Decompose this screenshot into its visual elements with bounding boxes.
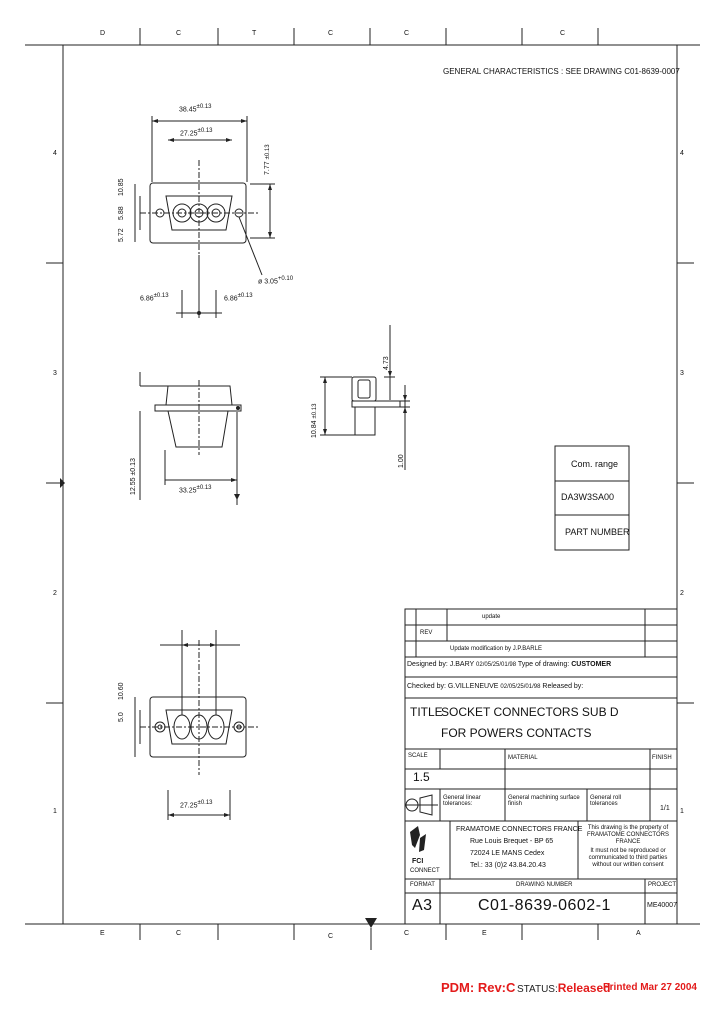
company-name: FRAMATOME CONNECTORS FRANCE [456,826,583,833]
general-machining: General machining surface finish [508,795,580,807]
border-left-number: 4 [53,150,57,157]
status-badge: STATUS:Released [517,981,611,995]
printed-date: Printed Mar 27 2004 [603,982,697,993]
border-right-number: 3 [680,370,684,377]
dim-pitch-left: 6.86±0.13 [140,293,169,303]
dim-pitch-right: 6.86±0.13 [224,293,253,303]
dim-height-right: 7.77 ±0.13 [264,144,271,175]
general-linear-tolerances: General linear tolerances: [443,795,481,807]
dim-width-inner: 27.25±0.13 [180,128,213,138]
property-note-2: It must not be reproduced or communicate… [588,848,668,868]
fci-logo-sub: CONNECT [410,868,440,874]
dim-hole-diameter: ø 3.05+0.10 [258,276,294,286]
drawing-number: C01-8639-0602-1 [478,897,611,914]
border-top-letter: C [176,30,182,37]
border-right-number: 1 [680,808,684,815]
border-left-number: 1 [53,808,57,815]
border-left-number: 2 [53,590,57,597]
company-address-3: Tel.: 33 (0)2 43.84.20.43 [470,862,546,869]
rev-col-label: REV [420,630,433,636]
project-label: PROJECT [648,882,677,888]
title-label: TITLE [410,705,443,719]
revision-description: Update modification by J.P.BARLE [450,646,542,652]
border-top-letter: C [560,30,566,37]
border-top-letter: T [252,30,257,37]
dim-side-width: 33.25±0.13 [179,485,212,495]
general-characteristics-note: GENERAL CHARACTERISTICS : SEE DRAWING C0… [443,67,680,76]
border-bottom-letter: C [176,930,182,937]
company-address-2: 72024 LE MANS Cedex [470,850,545,857]
property-note-1: This drawing is the property of FRAMATOM… [586,825,669,845]
dim-side-height: 12.55 ±0.13 [130,458,137,495]
sheet-number: 1/1 [660,805,670,812]
pdm-revision: PDM: Rev:C [441,980,516,995]
fci-logo-text: FCI [412,858,424,865]
scale-label: SCALE [408,753,428,759]
dim-bottom-left-1: 10.60 [118,682,125,700]
border-left-number: 3 [53,370,57,377]
format-label: FORMAT [410,882,435,888]
general-roll-tolerances: General roll tolerances [590,795,622,807]
border-top-letter: C [404,30,410,37]
dim-profile-top: 4.73 [383,356,390,370]
company-address-1: Rue Louis Brequet - BP 65 [470,838,554,845]
dim-bottom-left-2: 5.0 [118,712,125,722]
format-value: A3 [412,897,433,914]
project-value: ME40007 [647,902,677,909]
finish-label: FINISH [652,755,672,761]
dim-left-2: 5.88 [118,206,125,220]
part-number-value: DA3W3SA00 [561,492,615,502]
border-top-letter: C [328,30,334,37]
designed-by: Designed by: J.BARY 02/05/25/01/98 Type … [407,661,612,668]
title-line-2: FOR POWERS CONTACTS [441,726,592,740]
border-bottom-letter: E [100,930,105,937]
border-right-number: 4 [680,150,684,157]
update-label: update [482,614,501,620]
checked-by: Checked by: G.VILLENEUVE 02/05/25/01/98 … [407,683,584,690]
dim-left-3: 5.72 [118,228,125,242]
border-bottom-letter: E [482,930,487,937]
dim-left-1: 10.85 [118,178,125,196]
drawing-number-label: DRAWING NUMBER [516,882,573,888]
dim-profile-height: 10.84 ±0.13 [311,403,318,438]
part-number-label: PART NUMBER [565,527,630,537]
border-bottom-letter: C [404,930,410,937]
border-bottom-letter: C [328,933,334,940]
border-bottom-letter: A [636,930,641,937]
com-range-label: Com. range [571,459,619,469]
dim-width-overall: 38.45±0.13 [179,104,212,114]
scale-value: 1.5 [413,770,430,784]
material-label: MATERIAL [508,755,538,761]
dim-bottom-width: 27.25±0.13 [180,800,213,810]
border-top-letter: D [100,30,106,37]
title-line-1: SOCKET CONNECTORS SUB D [441,705,619,719]
border-right-number: 2 [680,590,684,597]
dim-profile-bottom: 1.00 [398,454,405,468]
